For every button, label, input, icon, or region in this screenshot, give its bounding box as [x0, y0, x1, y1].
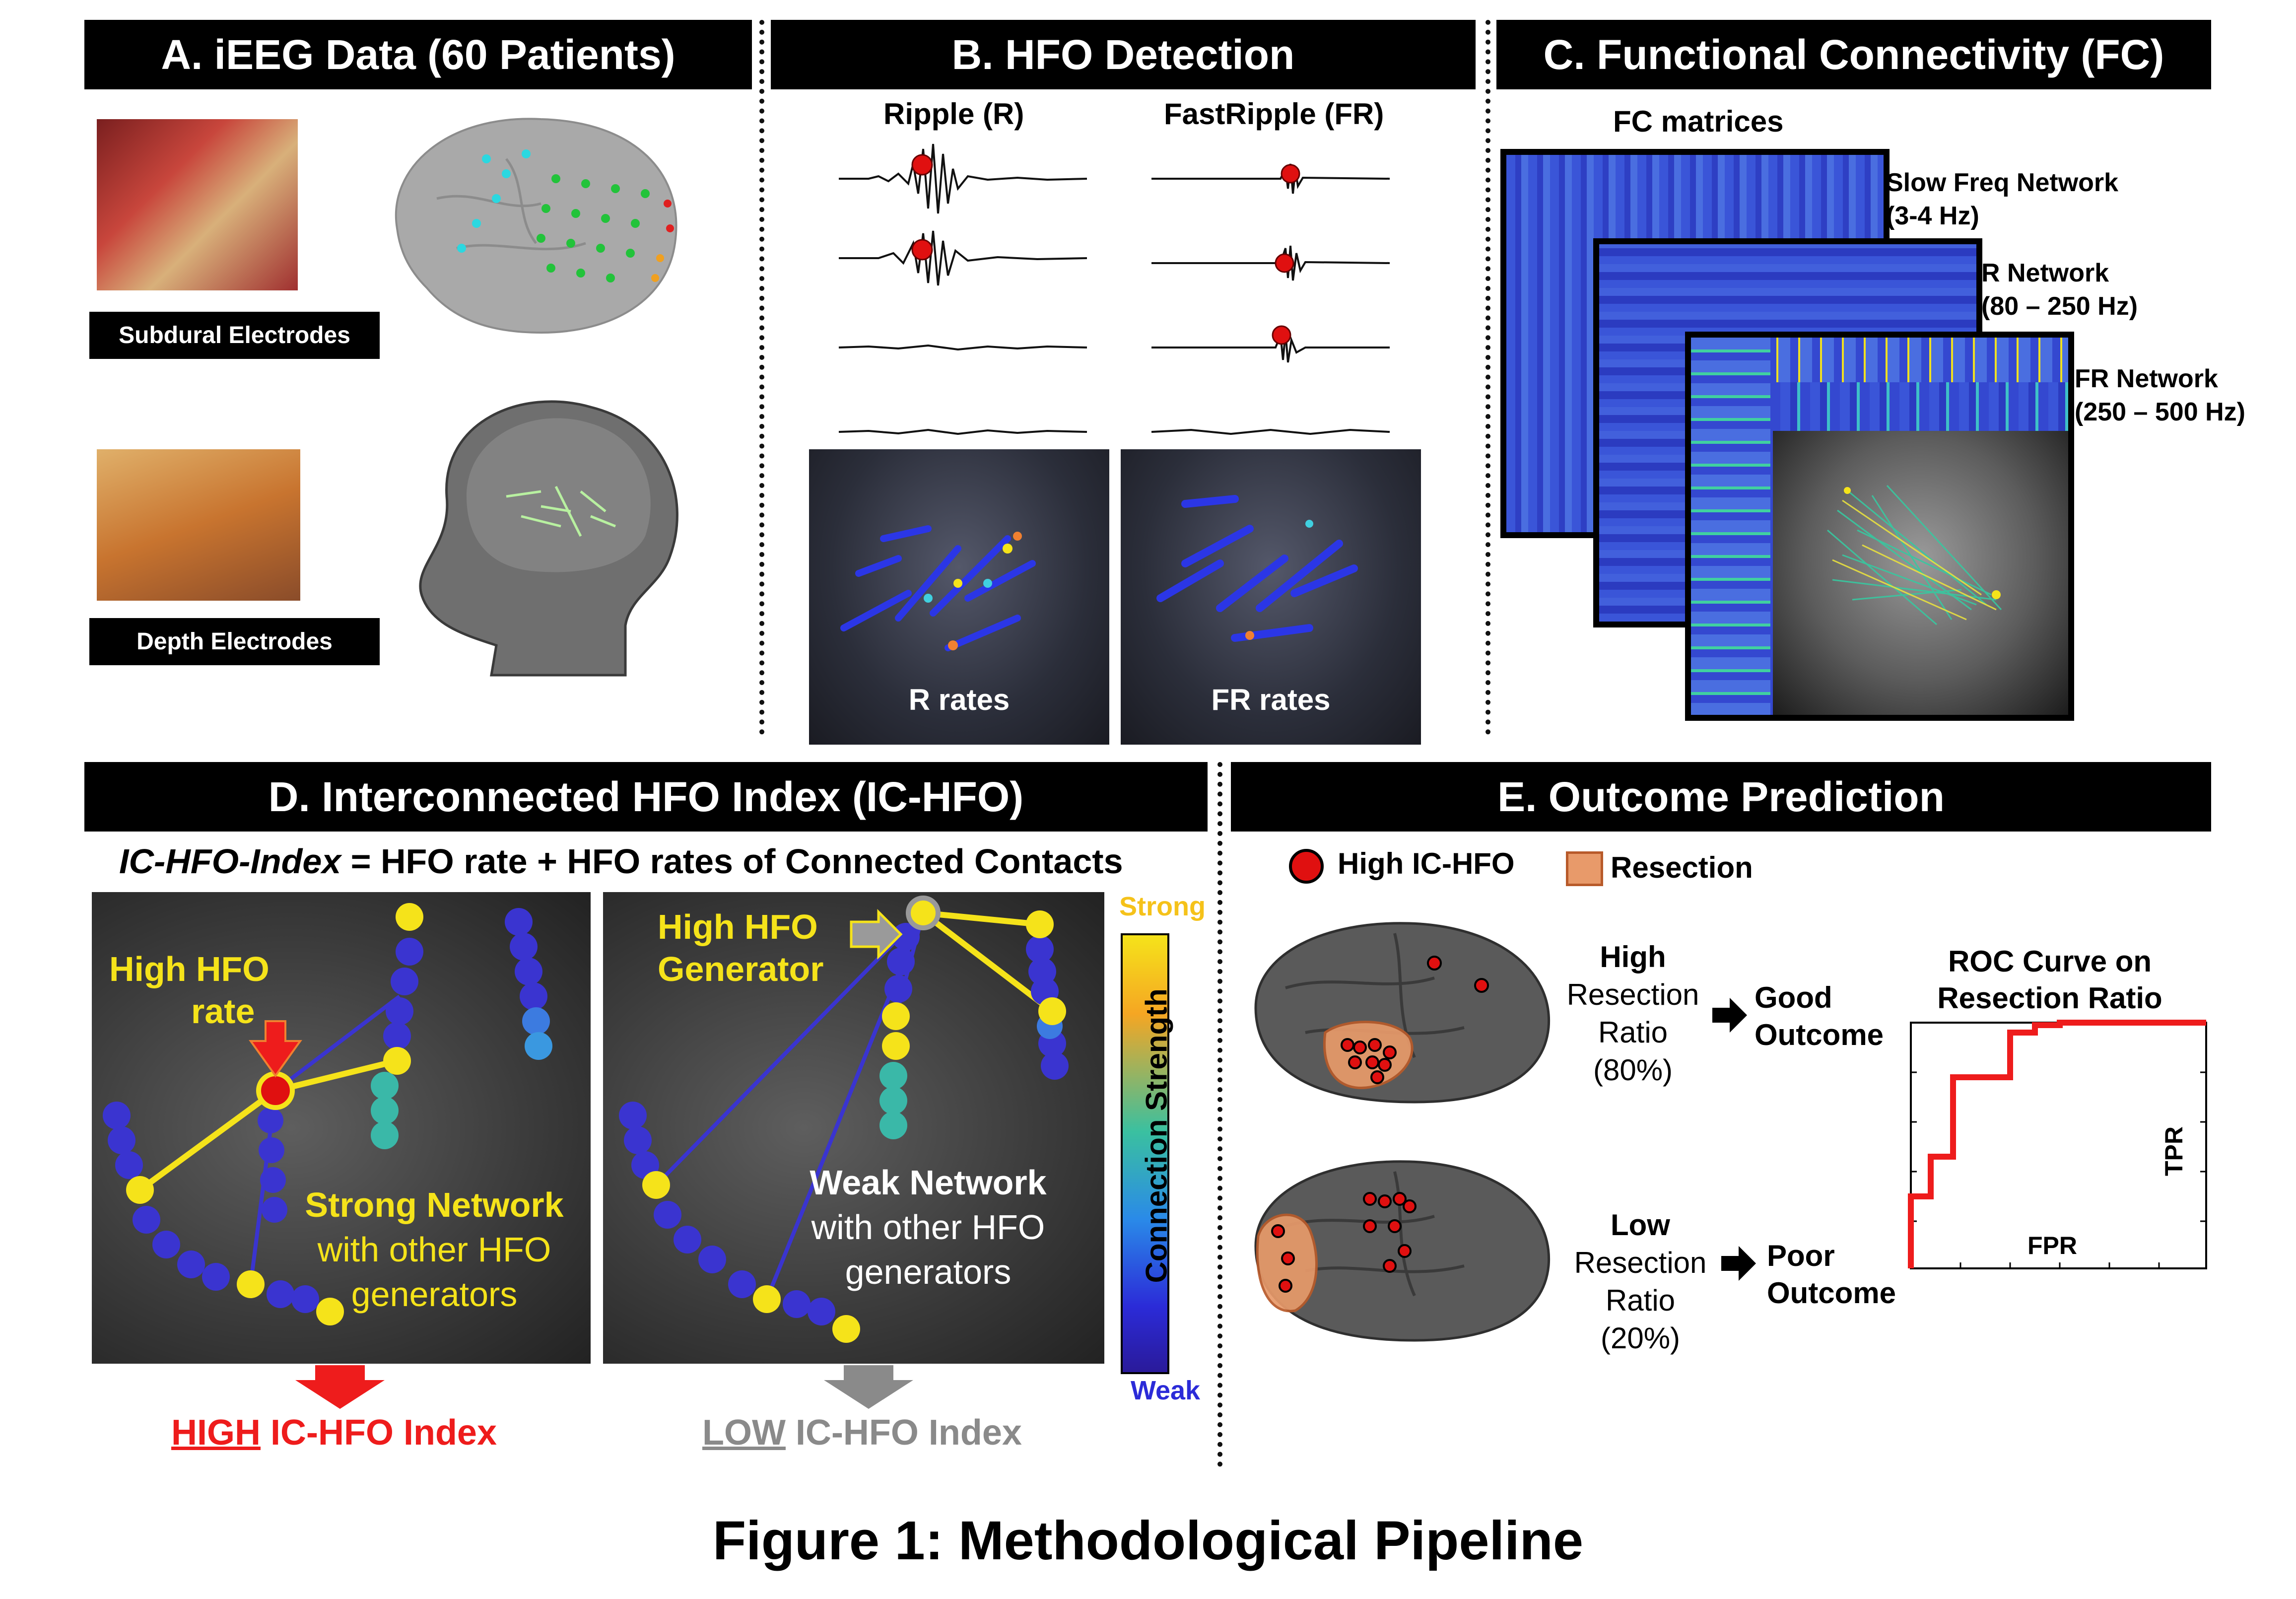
fr-network-label-2: (250 – 500 Hz) [2075, 398, 2245, 426]
low-index-arrow [824, 1365, 913, 1409]
low-resection-brain [1254, 1160, 1551, 1342]
r-network-label-2: (80 – 250 Hz) [1981, 292, 2138, 321]
head-ct-render [419, 400, 678, 677]
r-rates-mri: R rates [809, 449, 1109, 745]
panel-c-title: C. Functional Connectivity (FC) [1496, 20, 2211, 89]
roc-fpr-label: FPR [2027, 1232, 2077, 1259]
poor-outcome-label-2: Outcome [1767, 1276, 1896, 1310]
ripple-label: Ripple (R) [883, 97, 1024, 131]
legend-high-ic-hfo-marker [1289, 849, 1324, 884]
high-hfo-rate-label-2: rate [191, 992, 255, 1031]
weak-network-title: Weak Network [810, 1163, 1047, 1202]
high-resection-word: Resection [1566, 978, 1699, 1011]
low-ratio-value: (20%) [1600, 1321, 1681, 1355]
low-resection-ratio-text: Low Resection Ratio (20%) [1561, 1206, 1720, 1357]
strong-network-mri: High HFO rate Strong Network with other … [92, 892, 591, 1364]
formula-term: IC-HFO-Index [119, 842, 341, 881]
low-resection-heading: Low [1611, 1208, 1670, 1242]
roc-title: ROC Curve on Resection Ratio [1911, 943, 2189, 1017]
low-index-keyword: LOW [702, 1413, 786, 1453]
weak-network-line2: with other HFO [811, 1208, 1045, 1247]
high-ratio-word: Ratio [1598, 1016, 1668, 1049]
weak-network-text: Weak Network with other HFO generators [809, 1160, 1047, 1294]
low-index-rest: IC-HFO Index [785, 1413, 1022, 1453]
figure-caption: Figure 1: Methodological Pipeline [712, 1510, 1584, 1571]
divider-de [1217, 762, 1222, 1467]
colorbar-bottom-label: Weak [1131, 1376, 1201, 1405]
divider-bc [1486, 20, 1490, 735]
connection-strength-colorbar [1121, 933, 1169, 1374]
depth-electrodes-label: Depth Electrodes [89, 618, 380, 665]
fr-network-matrix [1685, 332, 2074, 721]
roc-curve-chart [1908, 1020, 2207, 1269]
legend-high-ic-hfo-label: High IC-HFO [1338, 847, 1515, 880]
fr-rates-label: FR rates [1211, 683, 1331, 716]
strong-network-title: Strong Network [305, 1185, 564, 1224]
colorbar-title: Connection Strength [1140, 988, 1173, 1283]
weak-network-line3: generators [845, 1252, 1012, 1291]
formula-definition: = HFO rate + HFO rates of Connected Cont… [341, 842, 1123, 881]
high-resection-ratio-text: High Resection Ratio (80%) [1553, 938, 1712, 1089]
fastripple-label: FastRipple (FR) [1164, 97, 1384, 131]
fr-network-label-1: FR Network [2075, 364, 2218, 393]
fc-matrices-label: FC matrices [1613, 105, 1784, 138]
panel-b-title: B. HFO Detection [771, 20, 1476, 89]
strong-network-line2: with other HFO [317, 1230, 551, 1269]
low-resection-word: Resection [1574, 1246, 1707, 1279]
high-index-keyword: HIGH [171, 1413, 261, 1453]
high-resection-brain [1254, 922, 1551, 1104]
panel-d-title: D. Interconnected HFO Index (IC-HFO) [84, 762, 1208, 832]
legend-resection-label: Resection [1611, 851, 1753, 884]
legend-resection-marker [1566, 851, 1603, 886]
brain-surface-render [395, 118, 677, 334]
poor-outcome-label-1: Poor [1767, 1239, 1835, 1272]
fastripple-traces [1151, 163, 1390, 435]
divider-ab [759, 20, 764, 735]
slow-network-label-1: Slow Freq Network [1886, 168, 2119, 197]
high-hfo-generator-label-1: High HFO [658, 907, 818, 946]
colorbar-top-label: Strong [1119, 892, 1206, 921]
subdural-electrodes-label: Subdural Electrodes [89, 312, 380, 359]
high-resection-heading: High [1600, 940, 1666, 973]
depth-surgery-photo [97, 449, 300, 601]
panel-a-title: A. iEEG Data (60 Patients) [84, 20, 752, 89]
slow-network-label-2: (3-4 Hz) [1886, 202, 1979, 230]
high-index-rest: IC-HFO Index [261, 1413, 497, 1453]
high-hfo-rate-label-1: High HFO [109, 950, 270, 988]
low-index-label: LOW IC-HFO Index [702, 1412, 1022, 1453]
r-rates-label: R rates [908, 683, 1010, 716]
ripple-traces [838, 143, 1087, 435]
roc-title-line2: Resection Ratio [1937, 981, 2162, 1015]
strong-network-text: Strong Network with other HFO generators [285, 1182, 583, 1317]
panel-e-title: E. Outcome Prediction [1231, 762, 2211, 832]
good-outcome-label-1: Good [1755, 981, 1832, 1014]
high-ratio-value: (80%) [1593, 1053, 1673, 1087]
good-outcome-label-2: Outcome [1755, 1018, 1884, 1051]
good-outcome-arrow [1712, 998, 1747, 1033]
high-index-arrow [295, 1365, 385, 1409]
low-ratio-word: Ratio [1605, 1284, 1676, 1317]
high-index-label: HIGH IC-HFO Index [171, 1412, 497, 1453]
roc-title-line1: ROC Curve on [1948, 945, 2152, 978]
fr-rates-mri: FR rates [1121, 449, 1421, 745]
roc-tpr-label: TPR [2160, 1126, 2188, 1176]
high-hfo-generator-label-2: Generator [658, 950, 824, 988]
poor-outcome-arrow [1721, 1246, 1756, 1281]
ic-hfo-formula: IC-HFO-Index = HFO rate + HFO rates of C… [119, 841, 1123, 881]
r-network-label-1: R Network [1981, 259, 2109, 287]
strong-network-line3: generators [351, 1275, 518, 1314]
weak-network-mri: High HFO Generator Weak Network with oth… [603, 892, 1104, 1364]
subdural-surgery-photo [97, 119, 298, 290]
fr-network-brain-inset [1773, 431, 2068, 715]
